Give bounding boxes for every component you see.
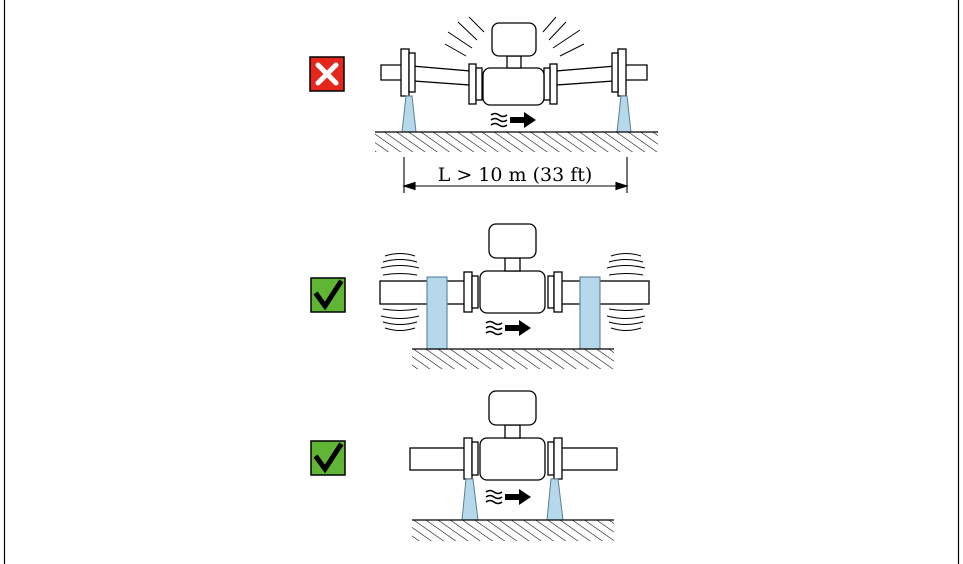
pipe-support <box>461 478 479 521</box>
meter-head <box>488 390 537 426</box>
scenario-2-drawing <box>379 223 650 331</box>
meter-neck <box>504 257 521 272</box>
flange <box>471 275 479 309</box>
right-pipe <box>555 64 648 86</box>
pipe-support <box>616 95 632 133</box>
left-pipe <box>380 64 471 86</box>
flange <box>553 437 563 480</box>
status-badge-incorrect <box>309 56 345 92</box>
flange <box>617 48 627 97</box>
status-badge-correct <box>310 440 346 476</box>
status-badge-correct <box>310 277 346 313</box>
meter-neck <box>506 55 522 69</box>
flange <box>468 63 477 105</box>
scenario-1-drawing <box>380 16 648 106</box>
flange <box>553 271 563 313</box>
flow-direction-arrow <box>485 319 532 337</box>
meter-body <box>479 270 546 314</box>
meter-head <box>491 22 537 57</box>
pipe-clamp-support <box>579 276 601 350</box>
right-pipe <box>552 280 650 305</box>
scenario-3-drawing <box>409 390 618 481</box>
flange <box>408 52 416 93</box>
flange <box>400 48 410 97</box>
cross-icon <box>315 62 339 86</box>
ground-hatch <box>412 519 614 541</box>
flange <box>547 441 555 476</box>
flow-direction-arrow <box>485 488 532 506</box>
flange <box>463 437 473 480</box>
check-icon <box>313 279 344 311</box>
meter-body <box>479 437 546 481</box>
pipe-clamp-support <box>426 276 448 350</box>
dimension-label: L > 10 m (33 ft) <box>438 164 593 186</box>
flange <box>543 67 551 101</box>
flange <box>549 63 558 105</box>
flange <box>475 67 483 101</box>
meter-body <box>482 67 545 106</box>
meter-neck <box>504 424 521 439</box>
meter-head <box>488 223 537 259</box>
flow-direction-arrow <box>490 111 537 129</box>
ground-hatch <box>412 348 614 369</box>
flange <box>471 441 479 476</box>
flange <box>463 271 473 313</box>
pipe-support <box>401 95 417 133</box>
check-icon <box>313 442 344 474</box>
flange <box>611 52 619 93</box>
pipe-support <box>546 478 564 521</box>
page-border <box>3 0 960 564</box>
dimension-line <box>402 157 629 193</box>
flange <box>547 275 555 309</box>
ground-hatch <box>375 131 658 152</box>
